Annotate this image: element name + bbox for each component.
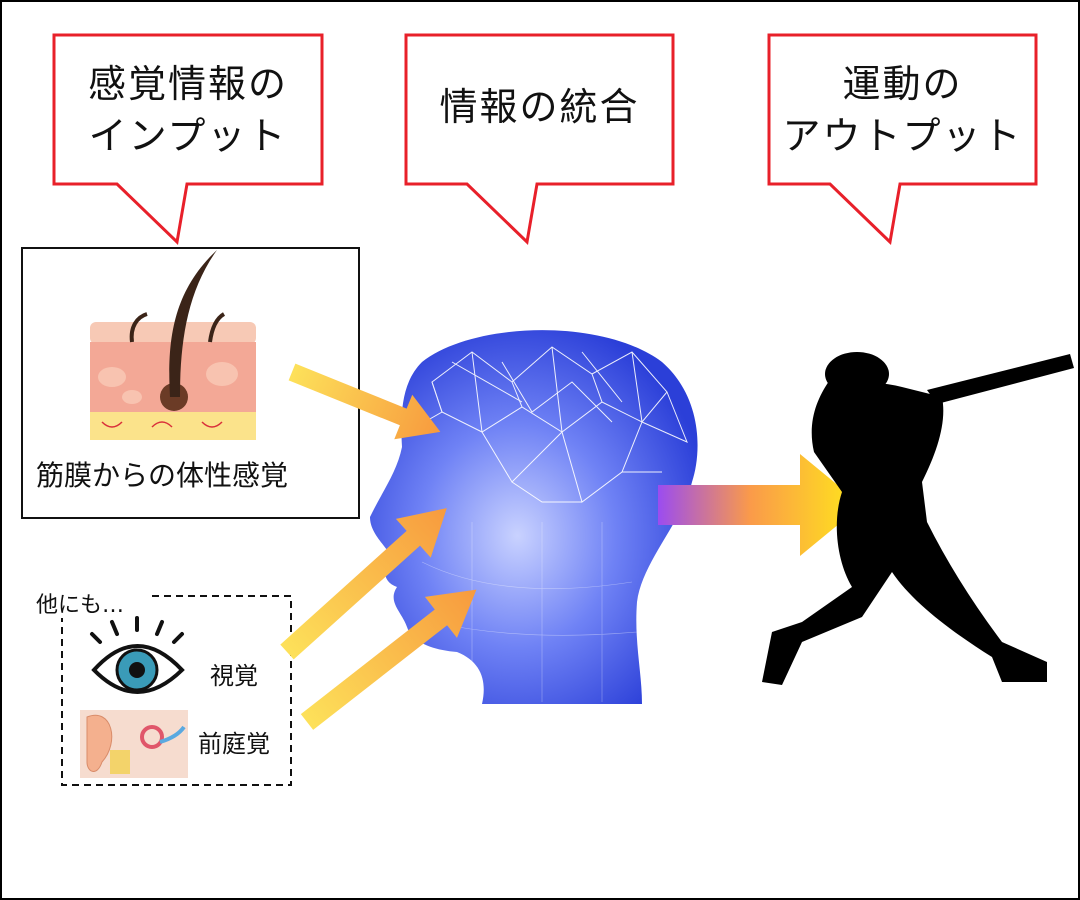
ear-icon [80,710,188,778]
skin-illustration-icon [90,250,256,440]
callout-input [52,33,324,246]
callout-output [767,33,1038,246]
vestibular-label: 前庭覚 [198,730,270,758]
callout-output-line1: 運動の [842,62,963,106]
callout-output-text: 運動の アウトプット [769,42,1036,178]
input-arrow-vestibular [300,589,477,730]
other-senses-frame [61,595,292,786]
vision-label: 視覚 [210,662,258,690]
callout-input-text: 感覚情報の インプット [54,42,322,178]
other-senses-title: 他にも… [36,593,125,618]
input-arrow-vision [280,508,447,660]
sensory-caption: 筋膜からの体性感覚 [36,459,289,492]
output-arrow [658,454,862,556]
baseball-batter-icon [762,352,1074,685]
eye-icon [90,616,185,694]
callout-input-line2: インプット [88,114,288,158]
callout-input-line1: 感覚情報の [87,62,288,106]
callout-integration-line1: 情報の統合 [439,85,640,129]
callout-output-line2: アウトプット [782,114,1023,158]
callout-integration-text: 情報の統合 [406,42,673,172]
callout-integration [404,33,675,246]
input-arrow-somatosensory [288,363,441,440]
